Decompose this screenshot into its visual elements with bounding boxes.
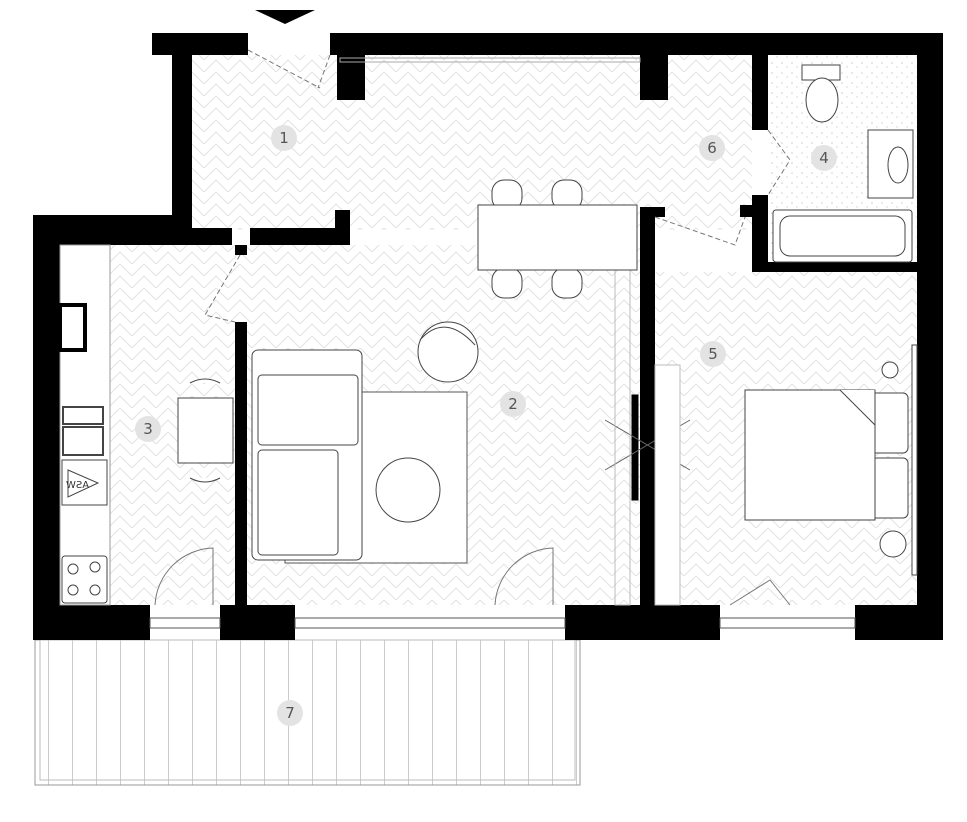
kitchen-counter [58, 244, 111, 606]
doors [154, 49, 791, 606]
coffee-table [375, 457, 441, 523]
dishwasher-icon [67, 469, 100, 498]
bed [654, 344, 918, 606]
room-label-2: 2 [500, 391, 526, 417]
walls [33, 33, 943, 640]
room-label-7: 7 [277, 700, 303, 726]
kitchen-table [177, 378, 234, 483]
dining-table [477, 179, 638, 299]
room-label-6: 6 [699, 135, 725, 161]
room-label-4: 4 [811, 145, 837, 171]
room-label-1: 1 [271, 125, 297, 151]
dishwasher-label: ASW [66, 480, 90, 491]
balcony [34, 639, 581, 786]
entrance-arrow-icon [255, 10, 315, 24]
bathroom-fixtures [772, 64, 914, 263]
windows [149, 57, 856, 629]
armchair [417, 321, 479, 383]
room-label-5: 5 [700, 341, 726, 367]
sofa [251, 349, 363, 561]
room-label-3: 3 [135, 416, 161, 442]
